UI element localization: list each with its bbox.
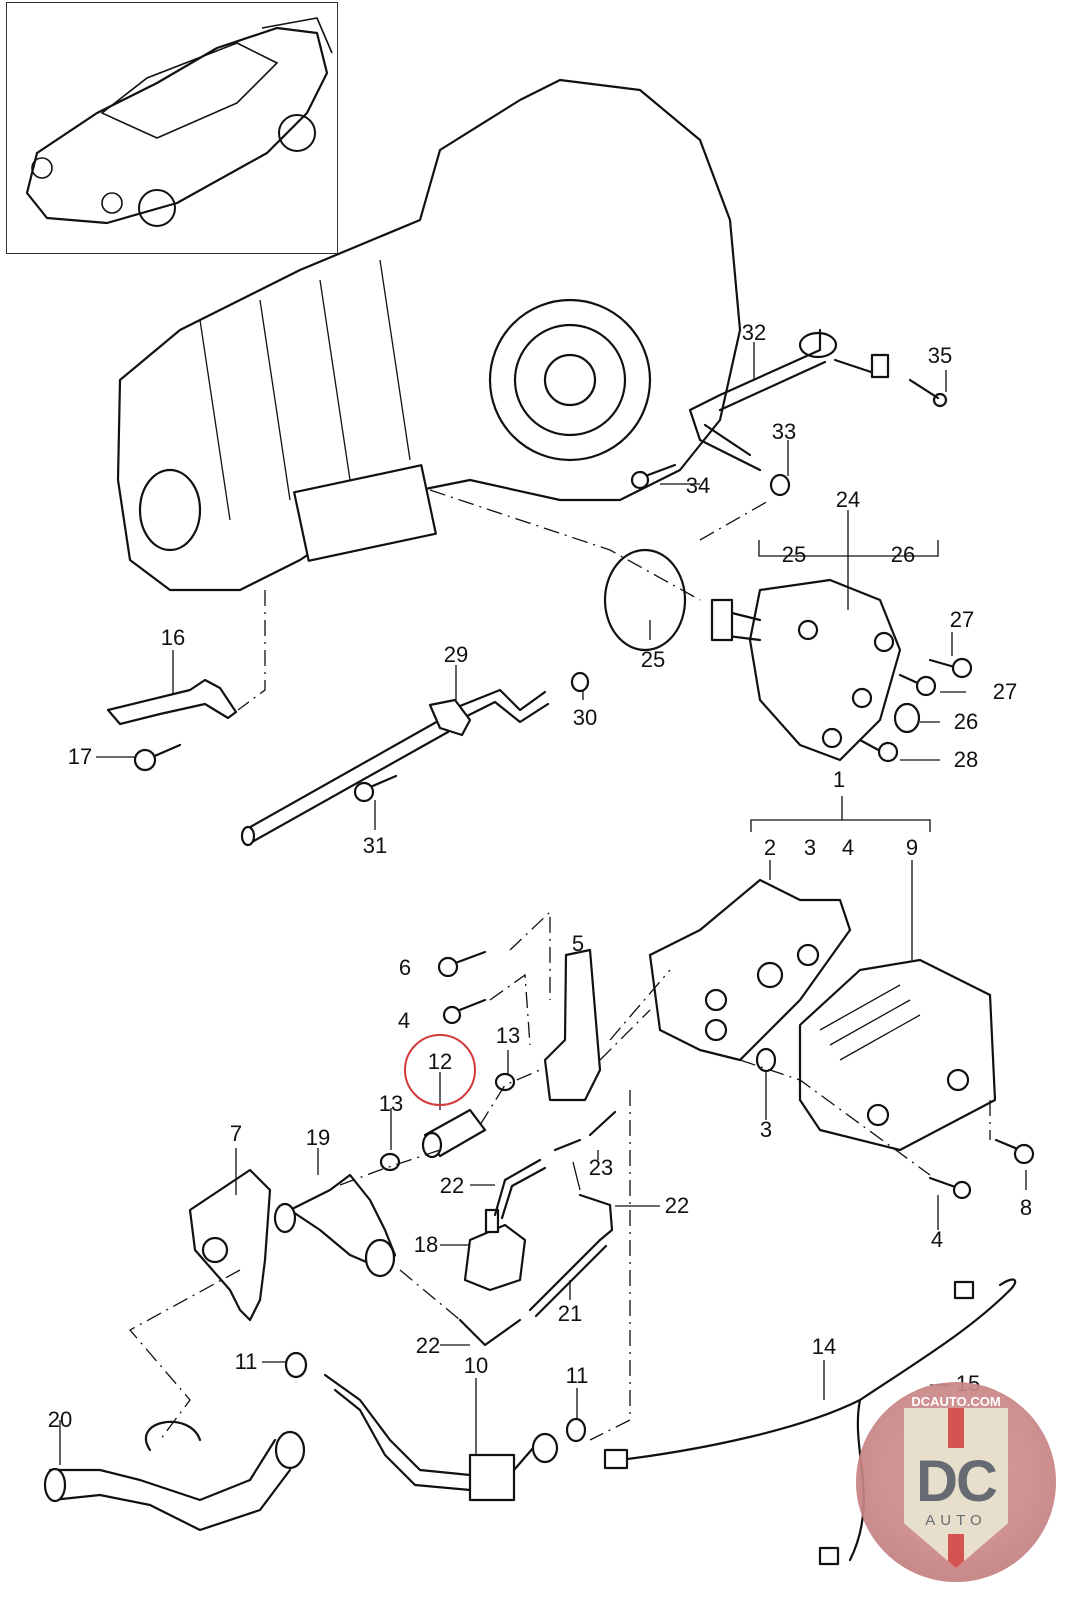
- assembly-lines: [128, 489, 991, 1441]
- callout-26: 26: [890, 542, 916, 567]
- callout-11: 11: [565, 1363, 589, 1388]
- bolts-27-28: [858, 657, 973, 763]
- callout-24: 24: [835, 487, 861, 512]
- bolts-4-8: [928, 1138, 1035, 1200]
- pipe-32: [688, 328, 890, 472]
- watermark-letters: DC: [916, 1449, 998, 1514]
- callout-30: 30: [572, 705, 598, 730]
- dcauto-watermark-logo: DCAUTO.COM DC AUTO: [856, 1382, 1056, 1582]
- callout-14: 14: [811, 1334, 837, 1359]
- callout-20: 20: [47, 1407, 73, 1432]
- bracket-7: [188, 1168, 272, 1322]
- callout-21: 21: [557, 1301, 583, 1326]
- callout-34: 34: [685, 473, 711, 498]
- callout-6: 6: [398, 955, 412, 980]
- shield-icon: DC AUTO: [904, 1408, 1008, 1568]
- bolt-17: [133, 743, 182, 772]
- callout-22: 22: [415, 1333, 441, 1358]
- callout-31: 31: [362, 833, 388, 858]
- callout-12: 12: [427, 1049, 453, 1074]
- callout-33: 33: [771, 419, 797, 444]
- callout-4: 4: [841, 835, 855, 860]
- ring-11-left: [284, 1351, 308, 1379]
- callout-1: 1: [832, 767, 846, 792]
- pump-24: [603, 548, 902, 762]
- callout-28: 28: [953, 747, 979, 772]
- callout-9: 9: [905, 835, 919, 860]
- cooler-housing-2: [648, 878, 852, 1062]
- seal-3: [755, 1047, 777, 1073]
- oil-cooler-9: [798, 958, 997, 1152]
- watermark-word: AUTO: [925, 1512, 987, 1529]
- highlight-circle: [404, 1034, 476, 1106]
- callout-35: 35: [927, 343, 953, 368]
- callout-2: 2: [763, 835, 777, 860]
- callout-22: 22: [439, 1173, 465, 1198]
- callout-3: 3: [803, 835, 817, 860]
- bracket-16: [106, 678, 238, 726]
- pipe-10: [323, 1373, 559, 1502]
- bolt-31: [353, 774, 398, 803]
- callout-8: 8: [1019, 1195, 1033, 1220]
- callout-18: 18: [413, 1232, 439, 1257]
- callout-13: 13: [378, 1091, 404, 1116]
- callout-4: 4: [397, 1008, 411, 1033]
- callout-3: 3: [759, 1117, 773, 1142]
- callout-leaders: [59, 342, 1027, 1465]
- hoses-21-22-23: [458, 1110, 617, 1347]
- solenoid-18: [463, 1208, 527, 1292]
- callout-16: 16: [160, 625, 186, 650]
- callout-10: 10: [463, 1353, 489, 1378]
- pipe-20: [43, 1420, 306, 1532]
- callout-11: 11: [234, 1349, 258, 1374]
- valve-19: [273, 1173, 397, 1278]
- callout-13: 13: [495, 1023, 521, 1048]
- ring-11-right: [565, 1417, 587, 1443]
- stripe-top: [948, 1408, 964, 1448]
- bolts-6-4: [437, 950, 487, 1025]
- watermark-site: DCAUTO.COM: [911, 1394, 1001, 1409]
- callout-29: 29: [443, 642, 469, 667]
- ring-33: [769, 473, 791, 497]
- callout-17: 17: [67, 744, 93, 769]
- callout-23: 23: [588, 1155, 614, 1180]
- callout-19: 19: [305, 1125, 331, 1150]
- callout-27: 27: [949, 607, 975, 632]
- car-icon: [25, 17, 333, 227]
- bolt-35: [908, 378, 948, 408]
- pipe-29: [240, 688, 550, 847]
- callout-5: 5: [571, 931, 585, 956]
- vehicle-thumbnail: [6, 2, 338, 254]
- callout-25: 25: [781, 542, 807, 567]
- ring-26: [893, 702, 921, 734]
- clamps-13: [379, 1072, 516, 1172]
- callout-22: 22: [664, 1193, 690, 1218]
- callout-4: 4: [930, 1227, 944, 1252]
- callout-32: 32: [741, 320, 767, 345]
- callout-7: 7: [229, 1121, 243, 1146]
- bracket-5: [543, 948, 602, 1102]
- hose-12: [421, 1108, 487, 1159]
- ring-30: [570, 671, 590, 693]
- callout-27: 27: [992, 679, 1018, 704]
- transmission-housing: [116, 78, 742, 592]
- callout-26: 26: [953, 709, 979, 734]
- callout-25: 25: [640, 647, 666, 672]
- bolt-34: [630, 463, 677, 490]
- stripe-bottom: [948, 1534, 964, 1568]
